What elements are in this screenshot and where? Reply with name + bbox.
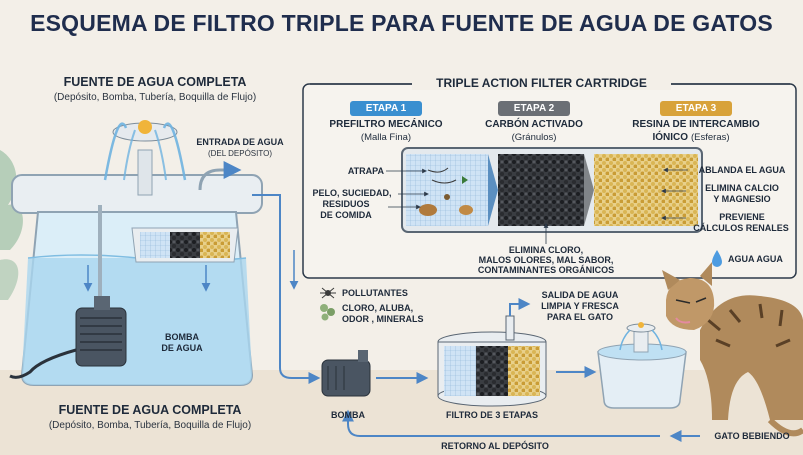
flow-return-label: RETORNO AL DEPÓSITO	[441, 441, 549, 451]
pump-icon	[321, 350, 371, 397]
label-elimina-calcio: ELIMINA CALCIO	[705, 183, 779, 193]
plant-icon	[0, 150, 23, 300]
bug-icon	[320, 287, 336, 299]
pollutants-line2: CLORO, ALUBA,	[342, 303, 414, 313]
fountain-top-title: FUENTE DE AGUA COMPLETA	[63, 75, 247, 89]
label-calculos: CÁLCULOS RENALES	[693, 223, 789, 233]
pump-inside-label-2: DE AGUA	[161, 343, 203, 353]
stage-2-pill: ETAPA 2	[498, 101, 570, 116]
fountain-nozzle-icon	[103, 120, 187, 181]
label-malos-olores: MALOS OLORES, MAL SABOR,	[478, 255, 614, 265]
water-inlet-label: ENTRADA DE AGUA	[196, 137, 284, 147]
stage-3-title: RESINA DE INTERCAMBIO	[632, 119, 760, 130]
stage-3-title-2: IÓNICO	[652, 132, 688, 143]
stage-3-pill: ETAPA 3	[660, 101, 732, 116]
pollutants-title: POLLUTANTES	[342, 288, 408, 298]
stage-1-title: PREFILTRO MECÁNICO	[329, 119, 443, 130]
stage-3-sub: (Esferas)	[691, 132, 730, 143]
flow-filter-label: FILTRO DE 3 ETAPAS	[445, 410, 538, 420]
fountain-illustration	[9, 120, 263, 386]
stage-1-pill: ETAPA 1	[350, 101, 422, 116]
debris-icon	[419, 167, 473, 216]
label-pelo: PELO, SUCIEDAD,	[312, 188, 392, 198]
flow-arrow-return	[342, 409, 660, 437]
pollutants-line3: ODOR , MINERALS	[342, 314, 424, 324]
label-residuos: RESIDUOS	[322, 199, 370, 209]
water-drop-icon	[712, 250, 722, 267]
germ-icon	[320, 304, 335, 321]
label-magnesio: Y MAGNESIO	[713, 194, 771, 204]
stage-1-sub: (Malla Fina)	[360, 132, 412, 143]
label-ablanda: ABLANDA EL AGUA	[698, 165, 786, 175]
fountain-bottom-subtitle: (Depósito, Bomba, Tubería, Boquilla de F…	[48, 420, 252, 431]
label-atrapa: ATRAPA	[347, 166, 384, 176]
flow-arrow-outlet	[509, 298, 531, 316]
pump-inside-label-1: BOMBA	[165, 332, 199, 342]
stage-2-sub: (Gránulos)	[511, 132, 557, 143]
label-contaminantes: CONTAMINANTES ORGÁNICOS	[477, 265, 615, 275]
fountain-bottom-title: FUENTE DE AGUA COMPLETA	[58, 403, 242, 417]
small-fountain-icon	[597, 322, 687, 409]
cartridge-panel	[302, 83, 797, 279]
fountain-top-subtitle: (Depósito, Bomba, Tubería, Boquilla de F…	[53, 92, 257, 103]
pump-icon	[75, 296, 127, 367]
cartridge-title: TRIPLE ACTION FILTER CARTRIDGE	[412, 76, 671, 90]
cat-icon	[662, 262, 803, 437]
outlet-line1: SALIDA DE AGUA	[541, 290, 619, 300]
filter-cylinder	[437, 315, 547, 407]
label-previene: PREVIENE	[719, 212, 765, 222]
outlet-line2: LIMPIA Y FRESCA	[541, 301, 619, 311]
page-title: ESQUEMA DE FILTRO TRIPLE PARA FUENTE DE …	[30, 10, 773, 36]
stage-2-title: CARBÓN ACTIVADO	[485, 119, 583, 130]
flow-arrow-to-pump	[252, 194, 321, 384]
flow-pump-label: BOMBA	[331, 410, 365, 420]
agua-label: AGUA AGUA	[728, 254, 783, 264]
label-comida: DE COMIDA	[320, 210, 372, 220]
outlet-line3: PARA EL GATO	[546, 312, 613, 322]
flow-cat-label: GATO BEBIENDO	[714, 431, 790, 441]
water-inlet-sub: (DEL DEPÓSITO)	[207, 149, 272, 158]
label-elimina-cloro: ELIMINA CLORO,	[508, 245, 584, 255]
